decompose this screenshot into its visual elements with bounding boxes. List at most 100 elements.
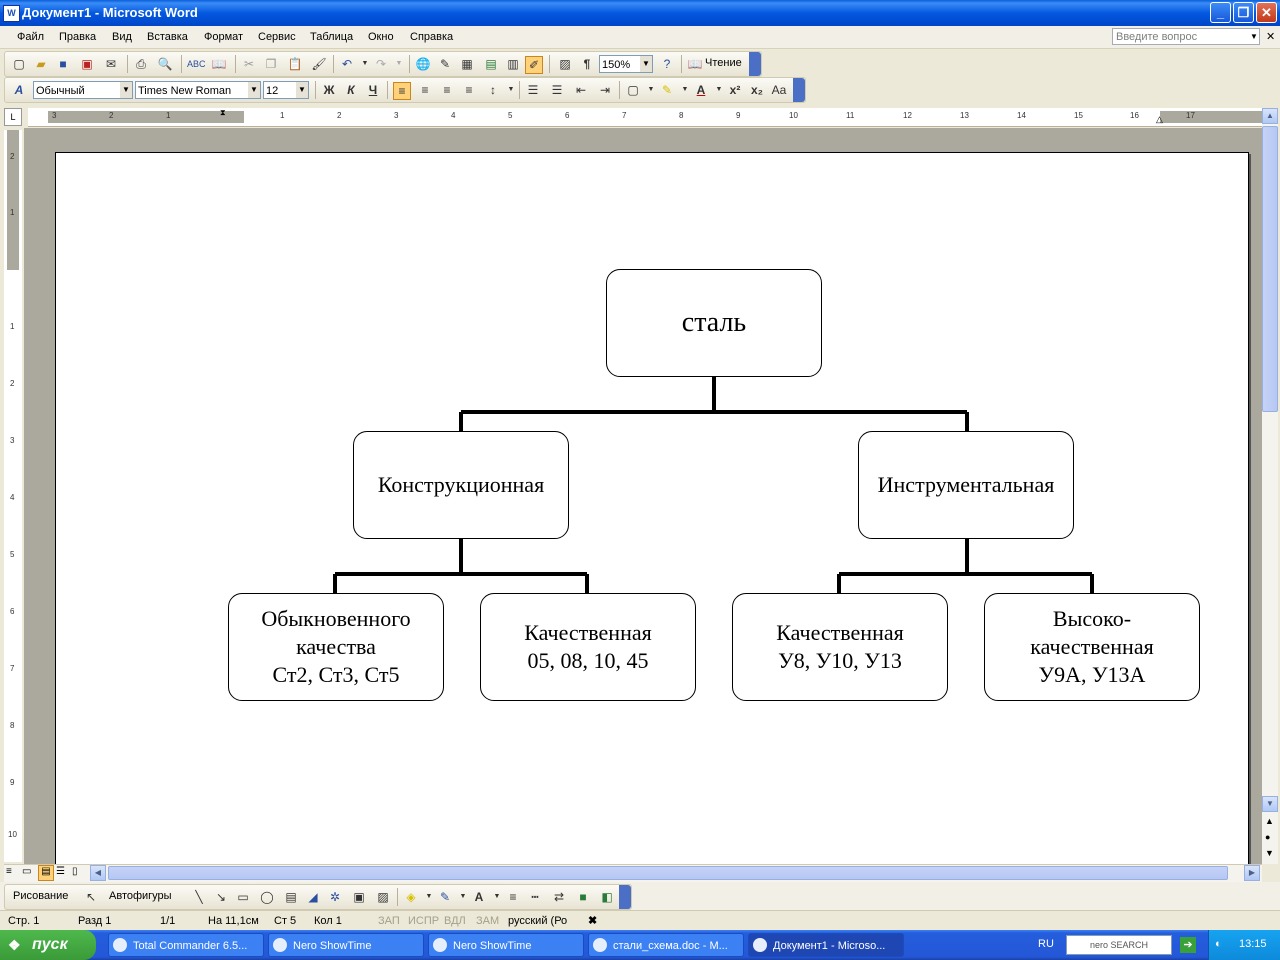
copy-icon[interactable]: ❐ — [265, 57, 277, 71]
chevron-down-icon[interactable]: ▼ — [296, 82, 308, 98]
redo-icon[interactable]: ↷ — [375, 57, 387, 71]
maximize-button[interactable]: ❐ — [1233, 2, 1254, 23]
task-nero-showtime-1[interactable]: Nero ShowTime — [268, 933, 424, 957]
autoshapes-menu[interactable]: Автофигуры — [109, 890, 172, 902]
undo-dropdown-icon[interactable]: ▼ — [361, 60, 369, 67]
menu-view[interactable]: Вид — [112, 31, 132, 43]
font-select[interactable]: Times New Roman▼ — [135, 81, 261, 99]
superscript-icon[interactable]: x² — [729, 83, 741, 97]
line-icon[interactable]: ╲ — [195, 890, 203, 904]
chevron-down-icon[interactable]: ▼ — [425, 893, 433, 900]
chevron-down-icon[interactable]: ▼ — [640, 56, 652, 72]
menu-tools[interactable]: Сервис — [258, 31, 296, 43]
menu-format[interactable]: Формат — [204, 31, 244, 43]
borders-icon[interactable]: ▢ — [627, 83, 639, 97]
toolbar-options-icon[interactable] — [749, 52, 761, 76]
outline-view-icon[interactable]: ☰ — [56, 866, 65, 877]
insert-excel-icon[interactable]: ▤ — [485, 57, 497, 71]
menu-insert[interactable]: Вставка — [147, 31, 188, 43]
paste-icon[interactable]: 📋 — [287, 57, 303, 71]
clip-art-icon[interactable]: ▣ — [353, 890, 365, 904]
indent-marker-icon[interactable]: ⧗ — [220, 108, 226, 117]
minimize-button[interactable]: _ — [1210, 2, 1231, 23]
tab-selector-icon[interactable]: L — [4, 108, 22, 126]
decrease-indent-icon[interactable]: ⇤ — [575, 83, 587, 97]
language-indicator[interactable]: RU — [1038, 938, 1054, 950]
print-preview-icon[interactable]: 🔍 — [157, 57, 173, 71]
menu-table[interactable]: Таблица — [310, 31, 354, 43]
font-color-icon[interactable]: A — [696, 83, 706, 97]
bold-button[interactable]: Ж — [323, 83, 335, 97]
node-high-quality[interactable]: Высоко- качественная У9А, У13А — [984, 593, 1200, 701]
chevron-down-icon[interactable]: ▼ — [493, 893, 501, 900]
columns-icon[interactable]: ▥ — [507, 57, 519, 71]
clock[interactable]: 13:15 — [1239, 938, 1267, 950]
print-layout-view-icon[interactable]: ▤ — [38, 865, 54, 881]
text-box-icon[interactable]: ▤ — [285, 890, 297, 904]
chevron-down-icon[interactable]: ▼ — [507, 86, 515, 93]
status-position[interactable]: На 11,1см — [208, 915, 259, 927]
tables-borders-icon[interactable]: ✎ — [439, 57, 451, 71]
next-page-icon[interactable]: ▼ — [1265, 848, 1274, 858]
word-app-icon[interactable]: W — [3, 5, 20, 22]
task-total-commander[interactable]: Total Commander 6.5... — [108, 933, 264, 957]
status-language[interactable]: русский (Ро — [508, 915, 568, 927]
line-spacing-icon[interactable]: ↕ — [490, 83, 496, 97]
status-page[interactable]: Стр. 1 — [8, 915, 40, 927]
status-section[interactable]: Разд 1 — [78, 915, 112, 927]
menu-help[interactable]: Справка — [410, 31, 454, 43]
right-indent-marker-icon[interactable]: △ — [1156, 114, 1163, 124]
chevron-down-icon[interactable]: ▼ — [647, 86, 655, 93]
reading-layout-icon[interactable]: 📖 — [687, 57, 703, 71]
menu-window[interactable]: Окно — [368, 31, 394, 43]
bullets-icon[interactable]: ☰ — [551, 83, 563, 97]
status-track-changes[interactable]: ИСПР — [408, 915, 440, 927]
change-case-icon[interactable]: Aa — [771, 83, 787, 97]
go-arrow-icon[interactable]: ➔ — [1180, 937, 1196, 953]
rectangle-icon[interactable]: ▭ — [237, 890, 249, 904]
chevron-down-icon[interactable]: ▼ — [681, 86, 689, 93]
underline-button[interactable]: Ч — [368, 83, 378, 97]
vertical-scrollbar[interactable]: ▲ ▼ ▲ ● ▼ — [1262, 108, 1278, 864]
open-folder-icon[interactable]: ▰ — [36, 57, 46, 71]
select-objects-icon[interactable]: ↖ — [85, 890, 97, 904]
format-painter-icon[interactable]: 🖌 — [311, 57, 327, 71]
drawing-menu[interactable]: Рисование — [13, 890, 69, 902]
cut-icon[interactable]: ✂ — [243, 57, 255, 71]
scroll-up-icon[interactable]: ▲ — [1262, 108, 1278, 124]
task-document1[interactable]: Документ1 - Microso... — [748, 933, 904, 957]
hscroll-thumb[interactable] — [108, 866, 1228, 880]
reading-view-icon[interactable]: ▯ — [72, 866, 78, 877]
tray-icon[interactable]: ◐ — [1215, 938, 1222, 950]
document-page[interactable]: сталь Конструкционная Инструментальная О… — [55, 152, 1249, 870]
scroll-right-icon[interactable]: ▶ — [1244, 865, 1260, 881]
nero-search-box[interactable]: nero SEARCH — [1066, 935, 1172, 955]
task-nero-showtime-2[interactable]: Nero ShowTime — [428, 933, 584, 957]
align-right-icon[interactable]: ≡ — [443, 83, 451, 97]
reading-layout-label[interactable]: Чтение — [705, 57, 742, 69]
new-document-icon[interactable]: ▢ — [13, 57, 25, 71]
previous-page-icon[interactable]: ▲ — [1265, 816, 1274, 826]
chevron-down-icon[interactable]: ▼ — [459, 893, 467, 900]
print-icon[interactable]: ⎙ — [136, 57, 146, 71]
align-center-icon[interactable]: ≡ — [421, 83, 429, 97]
node-steel-root[interactable]: сталь — [606, 269, 822, 377]
align-left-icon[interactable]: ≡ — [393, 82, 411, 100]
start-button[interactable]: ❖ пуск — [0, 930, 96, 960]
scroll-left-icon[interactable]: ◀ — [90, 865, 106, 881]
toolbar-options-icon[interactable] — [793, 78, 805, 102]
wordart-icon[interactable]: ◢ — [308, 890, 318, 904]
insert-table-icon[interactable]: ▦ — [461, 57, 473, 71]
justify-icon[interactable]: ≡ — [465, 83, 473, 97]
subscript-icon[interactable]: x₂ — [750, 83, 763, 97]
node-tool[interactable]: Инструментальная — [858, 431, 1074, 539]
fill-color-icon[interactable]: ◈ — [406, 890, 416, 904]
web-view-icon[interactable]: ▭ — [22, 866, 32, 877]
close-button[interactable]: ✕ — [1256, 2, 1277, 23]
highlight-icon[interactable]: ✎ — [661, 83, 673, 97]
toolbar-options-icon[interactable] — [619, 885, 631, 909]
oval-icon[interactable]: ◯ — [260, 890, 274, 904]
document-map-icon[interactable]: ▨ — [559, 57, 571, 71]
dash-style-icon[interactable]: ┅ — [531, 890, 539, 904]
title-bar[interactable]: W Документ1 - Microsoft Word _ ❐ ✕ — [0, 0, 1280, 26]
